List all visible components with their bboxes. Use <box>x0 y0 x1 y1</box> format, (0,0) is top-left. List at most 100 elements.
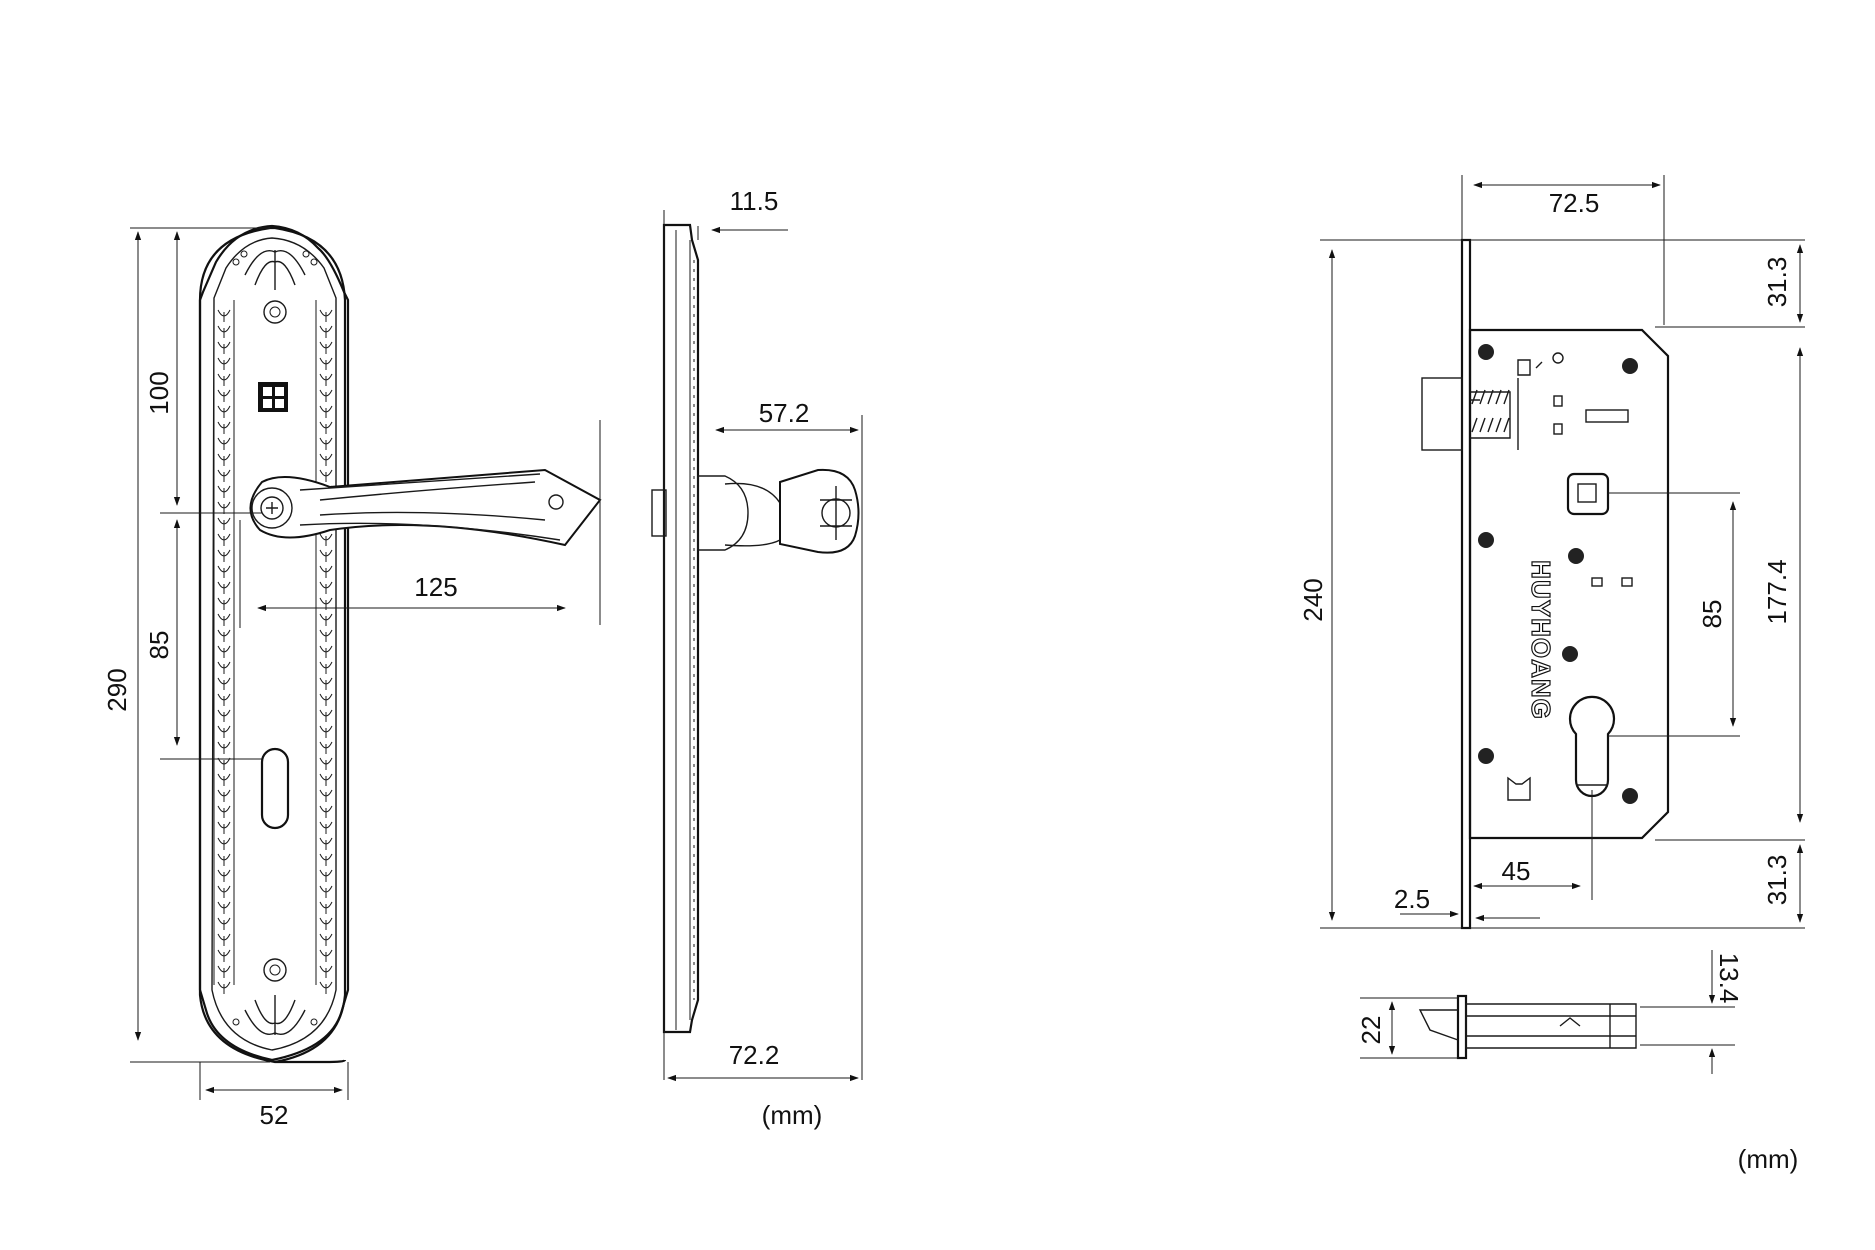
dim-case-height-177-4: 177.4 <box>1762 559 1792 624</box>
ornament-link <box>217 501 231 514</box>
ornament-link <box>217 821 231 834</box>
ornament-link <box>319 437 333 450</box>
ornament-link <box>319 389 333 402</box>
ornament-link <box>217 325 231 338</box>
top-screw <box>263 300 287 324</box>
screw <box>1568 548 1584 564</box>
dim-top-to-handle-100: 100 <box>144 371 174 414</box>
ornament-link <box>319 885 333 898</box>
ornament-link <box>319 821 333 834</box>
ornament-link <box>319 309 333 322</box>
lock-case <box>1468 328 1670 840</box>
side-neck <box>724 482 789 547</box>
ornament-link <box>217 565 231 578</box>
ornament-link <box>217 741 231 754</box>
ornament-link <box>319 373 333 386</box>
ornament-link <box>319 725 333 738</box>
ornament-link <box>319 565 333 578</box>
ornament-link <box>319 677 333 690</box>
ornament-link <box>319 917 333 930</box>
latch-bolt <box>1421 377 1463 451</box>
ornament-link <box>319 965 333 978</box>
top-crest <box>232 250 318 290</box>
dim-faceplate-240: 240 <box>1298 578 1328 621</box>
top-case <box>1465 1003 1637 1049</box>
dim-top-offset-31-3: 31.3 <box>1762 257 1792 308</box>
dim-bolt-width-13-4: 13.4 <box>1714 953 1744 1004</box>
ornament-link <box>217 725 231 738</box>
ornament-link <box>319 549 333 562</box>
screw <box>1478 532 1494 548</box>
backplate-inner <box>211 237 337 1051</box>
chain-ornaments <box>217 309 333 994</box>
backplate-shape <box>198 224 350 1062</box>
ornament-link <box>217 597 231 610</box>
ornament-link <box>319 533 333 546</box>
ornament-link <box>217 773 231 786</box>
ornament-link <box>217 789 231 802</box>
dim-plate-thickness-11-5: 11.5 <box>730 186 779 216</box>
ornament-link <box>319 789 333 802</box>
ornament-link <box>217 389 231 402</box>
lock-body-view: HUYHOANG 72.5 240 31.3 177.4 31.3 85 45 <box>1298 175 1805 930</box>
ornament-link <box>217 869 231 882</box>
left-ornament-column <box>213 300 235 985</box>
backplate-outline <box>198 226 347 1064</box>
screw <box>1622 358 1638 374</box>
ornament-link <box>319 933 333 946</box>
screw <box>1562 646 1578 662</box>
plate-logo <box>258 382 288 412</box>
dim-center-distance-85: 85 <box>1697 600 1727 629</box>
dim-bolt-height-22: 22 <box>1356 1016 1386 1045</box>
ornament-link <box>217 805 231 818</box>
ornament-link <box>319 837 333 850</box>
dim-faceplate-thickness-2-5: 2.5 <box>1394 884 1430 914</box>
ornament-link <box>319 853 333 866</box>
ornament-link <box>319 773 333 786</box>
brand-mark: HUYHOANG <box>1526 560 1556 720</box>
ornament-link <box>217 357 231 370</box>
ornament-link <box>217 837 231 850</box>
ornament-link <box>217 453 231 466</box>
follower <box>1566 472 1610 516</box>
ornament-link <box>319 693 333 706</box>
ornament-link <box>217 613 231 626</box>
dim-handle-to-keyhole-85: 85 <box>144 631 174 660</box>
ornament-link <box>319 469 333 482</box>
ornament-link <box>217 693 231 706</box>
bottom-crest <box>232 995 318 1035</box>
faceplate <box>1460 238 1472 930</box>
top-latch <box>1418 1009 1459 1041</box>
dim-width-52: 52 <box>260 1100 289 1130</box>
ornament-link <box>217 885 231 898</box>
bottom-screw <box>263 958 287 982</box>
side-plate <box>662 223 700 1034</box>
ornament-link <box>217 645 231 658</box>
ornament-link <box>319 325 333 338</box>
ornament-link <box>217 517 231 530</box>
ornament-link <box>217 469 231 482</box>
ornament-link <box>217 709 231 722</box>
ornament-link <box>217 965 231 978</box>
slot-top <box>1585 409 1629 423</box>
ornament-link <box>217 949 231 962</box>
ornament-link <box>319 949 333 962</box>
lever-handle <box>249 468 602 547</box>
ornament-link <box>319 869 333 882</box>
ornament-link <box>217 853 231 866</box>
ornament-link <box>217 549 231 562</box>
dim-cylinder-backset-45: 45 <box>1502 856 1531 886</box>
lock-top-view: 22 13.4 <box>1356 950 1744 1074</box>
ornament-link <box>217 309 231 322</box>
ornament-link <box>217 917 231 930</box>
ornament-link <box>319 741 333 754</box>
ornament-link <box>217 405 231 418</box>
right-ornament-column <box>315 300 337 985</box>
ornament-link <box>217 373 231 386</box>
dim-total-depth-72-2: 72.2 <box>729 1040 780 1070</box>
ornament-link <box>217 581 231 594</box>
ornament-link <box>319 453 333 466</box>
ornament-link <box>217 757 231 770</box>
ornament-link <box>319 613 333 626</box>
